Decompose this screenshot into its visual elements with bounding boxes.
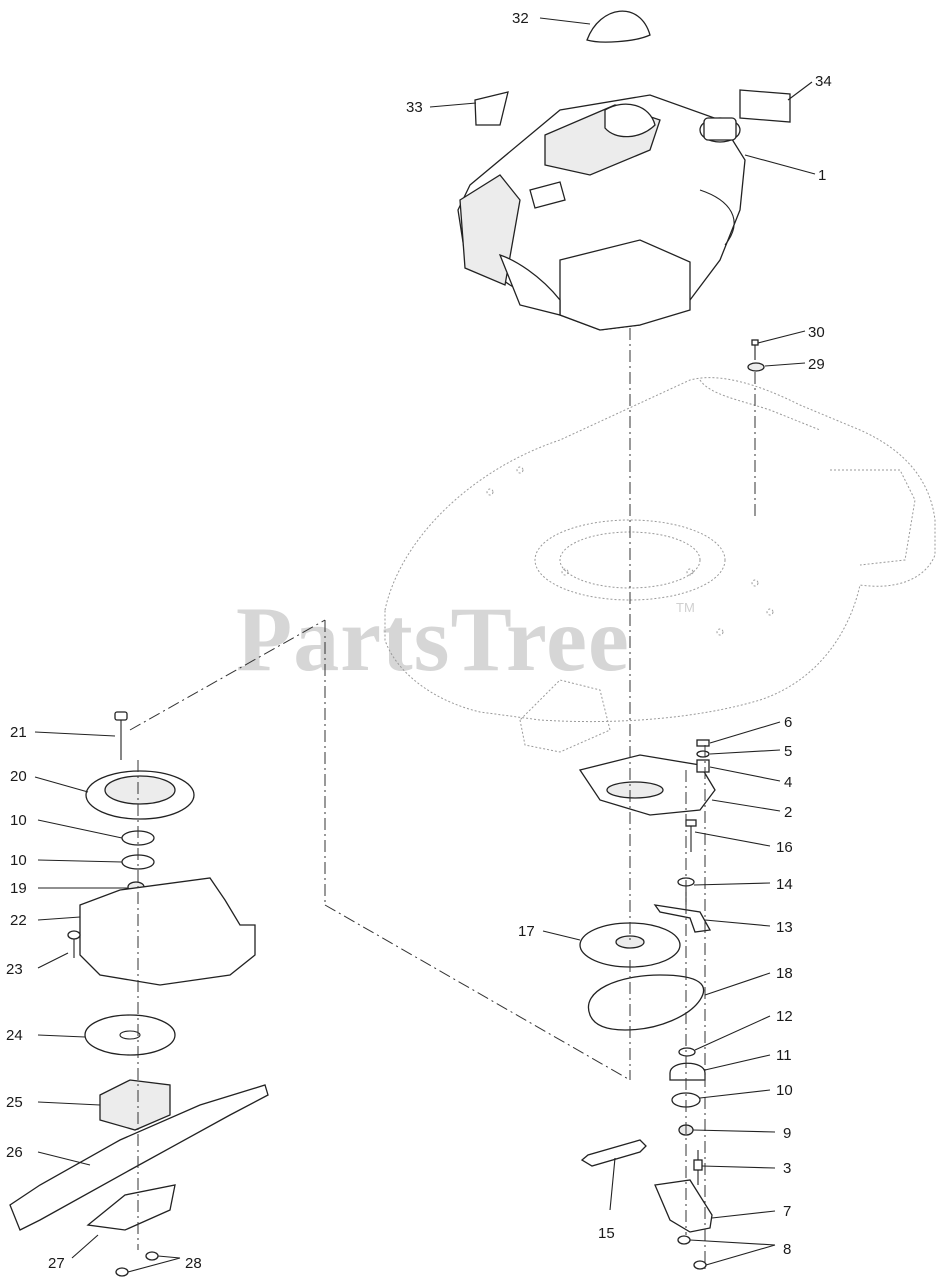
callout-29: 29 [808, 356, 825, 373]
bolt-21-shape [114, 711, 128, 760]
mower-deck-outline [384, 377, 936, 753]
callout-19: 19 [10, 880, 27, 897]
watermark-brand: PartsTree [236, 588, 630, 690]
callout-6: 6 [784, 714, 792, 731]
callout-10b: 10 [10, 852, 27, 869]
callout-12: 12 [776, 1008, 793, 1025]
nuts-8-shape [677, 1235, 707, 1270]
callout-16: 16 [776, 839, 793, 856]
pin-14-plate-13 [653, 877, 712, 933]
callout-26: 26 [6, 1144, 23, 1161]
callout-1: 1 [818, 167, 826, 184]
callout-21: 21 [10, 724, 27, 741]
callout-18: 18 [776, 965, 793, 982]
decal-32-shape [586, 10, 651, 43]
spring-15-shape [580, 1139, 647, 1167]
bolt-16-shape [685, 819, 697, 852]
nuts-28-shape [115, 1251, 159, 1277]
callout-11: 11 [776, 1047, 792, 1064]
callout-32: 32 [512, 10, 529, 27]
housing-22-shape [79, 877, 256, 986]
callout-24: 24 [6, 1027, 23, 1044]
callout-25: 25 [6, 1094, 23, 1111]
adapter-20-shape [85, 770, 195, 820]
callout-7: 7 [783, 1203, 791, 1220]
callout-33: 33 [406, 99, 423, 116]
callout-17: 17 [518, 923, 535, 940]
plate-27-shape [86, 1184, 176, 1231]
callout-22: 22 [10, 912, 27, 929]
callout-4: 4 [784, 774, 792, 791]
callout-labels: 32 33 34 1 30 29 6 5 4 2 16 14 13 17 18 … [6, 10, 832, 1272]
screw-30-and-clip-29 [747, 339, 765, 372]
assembly-lines [129, 328, 756, 1270]
callout-13: 13 [776, 919, 793, 936]
bracket-7-shape [654, 1179, 713, 1233]
callout-5: 5 [784, 743, 792, 760]
callout-30: 30 [808, 324, 825, 341]
callout-20: 20 [10, 768, 27, 785]
engine-assembly [457, 94, 746, 331]
screw-23-shape [67, 930, 81, 958]
callout-2: 2 [784, 804, 792, 821]
watermark-trademark: TM [676, 600, 695, 615]
fastener-stack-4-5-6 [696, 739, 710, 773]
callout-15: 15 [598, 1225, 615, 1242]
decal-33-shape [474, 91, 509, 126]
shield-24-shape [84, 1014, 176, 1056]
decal-34-shape [739, 89, 791, 123]
callout-8: 8 [783, 1241, 791, 1258]
callout-34: 34 [815, 73, 832, 90]
belt-18-shape [587, 974, 705, 1031]
idler-stack-9-12 [669, 1047, 706, 1185]
leader-lines [34, 17, 816, 1273]
callout-27: 27 [48, 1255, 65, 1272]
callout-28: 28 [185, 1255, 202, 1272]
callout-10c: 10 [776, 1082, 793, 1099]
callout-3: 3 [783, 1160, 791, 1177]
adapter-25-shape [99, 1079, 171, 1131]
callout-23: 23 [6, 961, 23, 978]
callout-10a: 10 [10, 812, 27, 829]
blade-26-shape [9, 1084, 269, 1231]
callout-9: 9 [783, 1125, 791, 1142]
callout-14: 14 [776, 876, 793, 893]
